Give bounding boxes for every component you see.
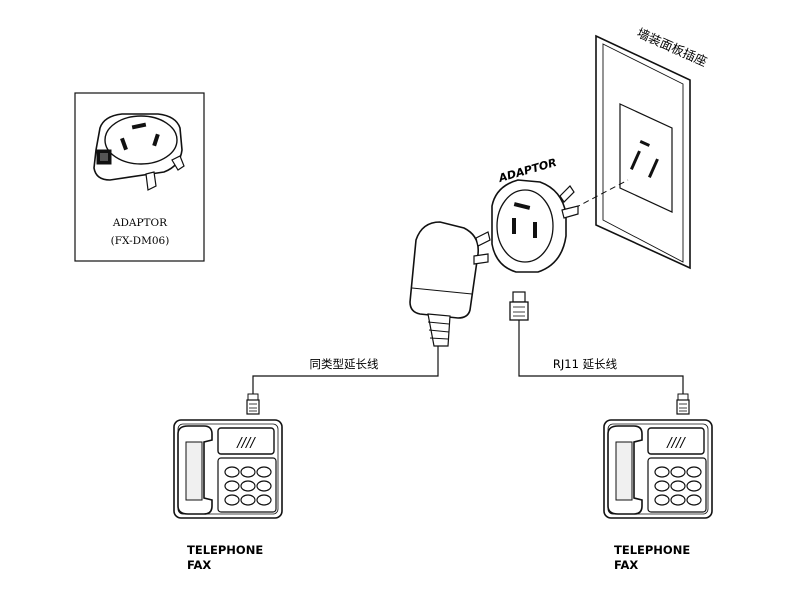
right-phone-display-marks: //// [666,436,686,451]
right-telephone: //// [603,419,713,519]
left-device-label-line2: FAX [187,558,211,572]
left-cable [252,346,439,394]
wall-panel [595,34,691,270]
right-phone-plug [676,393,690,415]
right-cable-label: RJ11 延长线 [553,357,618,371]
left-telephone: //// [173,419,283,519]
inset-adaptor-model: (FX-DM06) [111,235,170,247]
right-device-label-line1: TELEPHONE [614,543,690,557]
left-phone-display-marks: //// [236,436,256,451]
extension-plug [409,221,491,347]
right-device-label-line2: FAX [614,558,638,572]
right-cable [518,320,684,394]
left-phone-plug [246,393,260,415]
inset-adaptor-icon [93,113,185,191]
left-device-label-line1: TELEPHONE [187,543,263,557]
inset-adaptor-name: ADAPTOR [112,217,168,229]
rj11-plug-top [509,291,529,321]
main-adaptor [491,179,579,273]
left-cable-label: 同类型延长线 [310,357,379,371]
